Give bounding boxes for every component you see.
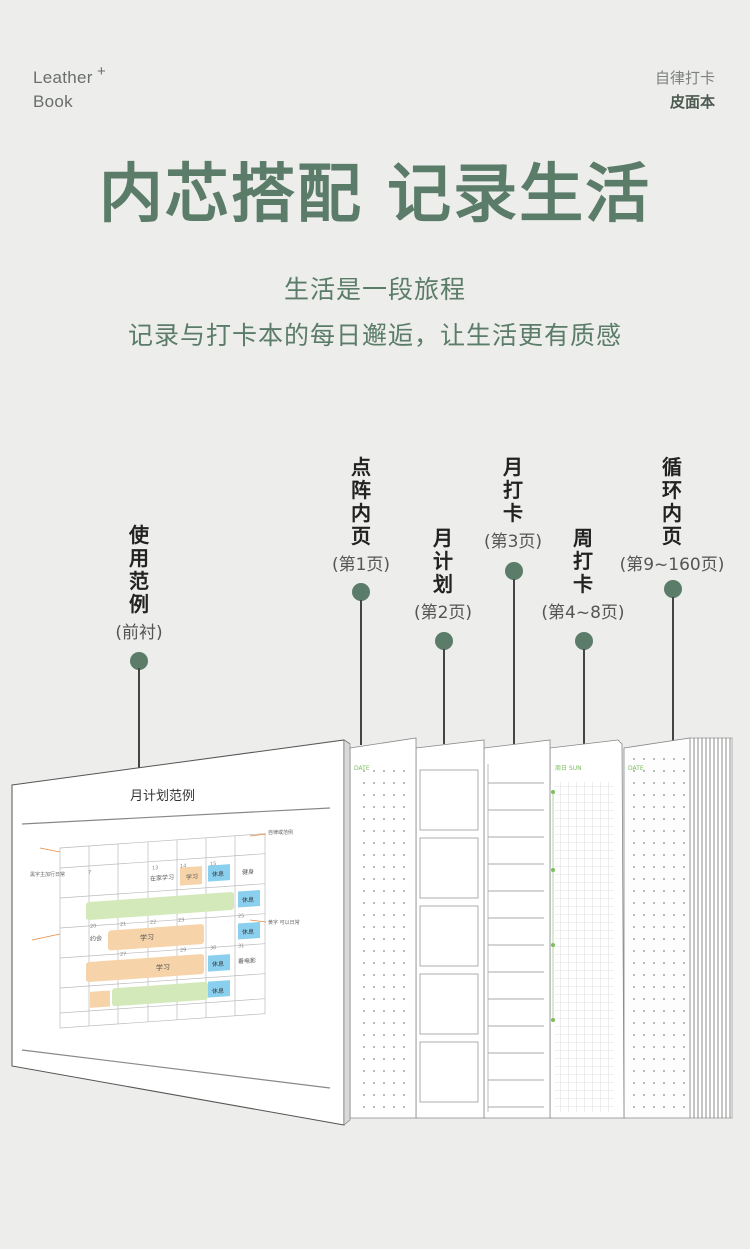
callout-char: 内 [662, 501, 682, 525]
brand-logo: Leather + Book [33, 63, 106, 114]
callout-month-checkin: 月 打 卡 (第3页) [448, 455, 578, 553]
sample-cell: 休息 [242, 927, 254, 936]
callout-char: 范 [129, 569, 149, 593]
corner-line-2: 皮面本 [669, 93, 715, 111]
page-stack-illustration: DATE 周日 SUN DATE 月计划范例 [11, 737, 733, 1126]
callout-char: 例 [129, 592, 149, 616]
sample-note: 黑字主加行日常 [30, 871, 65, 878]
sample-date: 22 [150, 919, 156, 925]
week-page-header: 周日 SUN [555, 765, 582, 772]
callout-char: 环 [662, 478, 682, 502]
callout-line [138, 668, 140, 768]
callout-char: 卡 [503, 501, 523, 525]
cycle-page-stack: DATE [623, 737, 733, 1119]
callout-char: 计 [433, 549, 453, 573]
sample-cell: 学习 [140, 932, 154, 942]
callout-page: (第3页) [483, 532, 543, 552]
callout-char: 月 [503, 455, 523, 479]
callout-page: (前衬) [115, 623, 163, 643]
sample-date: 15 [210, 861, 216, 867]
callout-month-plan: 月 计 划 (第2页) [378, 526, 508, 624]
callout-dot [352, 583, 370, 601]
week-checkin-page: 周日 SUN [549, 739, 625, 1119]
callout-dot [575, 632, 593, 650]
callout-week-checkin: 周 打 卡 (第4~8页) [518, 526, 648, 624]
sample-cell: 健身 [242, 867, 254, 876]
sample-cell: 休息 [212, 987, 224, 996]
sample-cell: 休息 [242, 895, 254, 904]
sample-cell: 学习 [186, 872, 198, 881]
callout-char: 周 [573, 526, 593, 550]
callout-dot-page: 点 阵 内 页 (第1页) [296, 455, 426, 576]
callout-page: (第9~160页) [619, 555, 725, 575]
cycle-page-date: DATE [628, 765, 644, 772]
brand-plus: + [97, 63, 107, 80]
callout-char: 点 [351, 455, 371, 479]
callout-line [360, 600, 362, 745]
callout-char: 循 [662, 455, 682, 479]
callout-char: 划 [433, 572, 453, 596]
callout-dot [435, 632, 453, 650]
callout-char: 阵 [351, 478, 371, 502]
callout-page: (第2页) [413, 603, 473, 623]
callout-char: 打 [573, 549, 593, 573]
sample-cell: 约会 [90, 934, 102, 943]
corner-line-1: 自律打卡 [654, 69, 715, 87]
sample-cell: 看电影 [238, 956, 256, 965]
sample-date: 13 [152, 865, 158, 871]
page-title: 内芯搭配 记录生活 [98, 158, 652, 232]
sample-sheet: 月计划范例 学习 休息 健身 在家学习 [11, 739, 351, 1126]
sample-title: 月计划范例 [130, 789, 195, 804]
sample-note: 自律或范例 [268, 829, 293, 836]
subtitle-line-2: 记录与打卡本的每日邂逅，让生活更有质感 [127, 321, 622, 350]
callout-line [443, 649, 445, 744]
callout-char: 页 [351, 524, 371, 548]
callout-cycle-page: 循 环 内 页 (第9~160页) [607, 455, 737, 576]
callout-line [583, 649, 585, 744]
subtitle-line-1: 生活是一段旅程 [283, 275, 466, 304]
sample-cell: 休息 [212, 960, 224, 969]
callout-dot [664, 580, 682, 598]
dot-page: DATE [349, 737, 417, 1119]
sample-date: 27 [120, 951, 126, 957]
callout-dot [130, 652, 148, 670]
callout-char: 月 [433, 526, 453, 550]
brand-line-2: Book [33, 92, 73, 111]
sample-date: 21 [120, 921, 126, 927]
callout-dot [505, 562, 523, 580]
callout-page: (第4~8页) [541, 603, 625, 623]
callout-char: 卡 [573, 572, 593, 596]
callout-char: 用 [129, 546, 149, 570]
sample-cell: 学习 [156, 962, 170, 972]
dot-page-date: DATE [354, 765, 370, 772]
sample-date: 29 [180, 947, 186, 953]
sample-cell: 在家学习 [150, 873, 174, 883]
sample-date: 20 [90, 923, 96, 929]
sample-date: 23 [178, 917, 184, 923]
callout-char: 打 [503, 478, 523, 502]
brand-line-1: Leather [33, 68, 93, 87]
sample-date: 7 [88, 870, 91, 876]
sample-cell: 休息 [212, 870, 224, 879]
callout-sample: 使 用 范 例 (前衬) [74, 523, 204, 644]
callout-char: 使 [129, 523, 149, 547]
callout-line [672, 597, 674, 744]
callout-char: 页 [662, 524, 682, 548]
month-plan-page [415, 739, 485, 1119]
month-checkin-page [483, 739, 551, 1119]
sample-note: 黄字 可以日常 [268, 919, 300, 926]
corner-label: 自律打卡 皮面本 [655, 66, 715, 114]
sample-date: 30 [210, 945, 216, 951]
sample-date: 31 [238, 943, 244, 949]
sample-date: 14 [180, 863, 186, 869]
callout-line [513, 579, 515, 744]
callout-page: (第1页) [331, 555, 391, 575]
callout-char: 内 [351, 501, 371, 525]
sample-date: 25 [238, 913, 244, 919]
